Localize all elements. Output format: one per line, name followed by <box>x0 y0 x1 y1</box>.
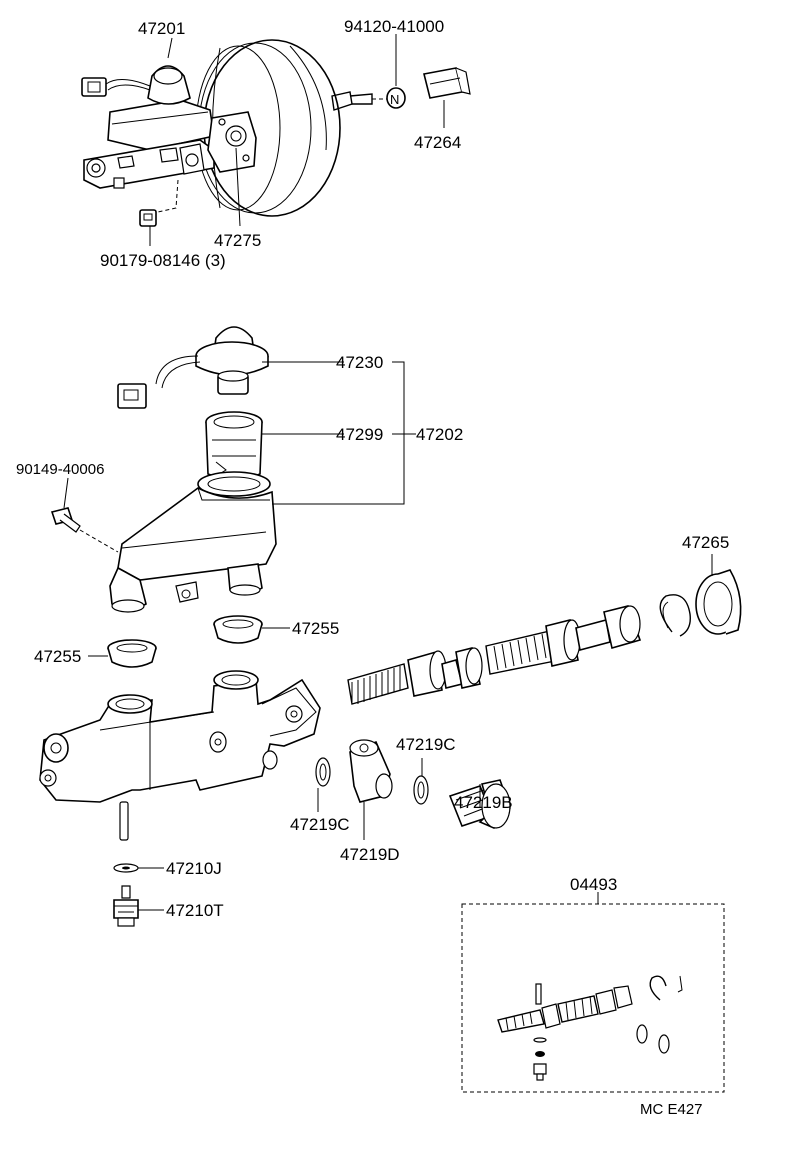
label-04493: 04493 <box>570 875 617 894</box>
piston-assembly <box>347 605 642 705</box>
master-cylinder-body <box>39 670 321 803</box>
label-47255-right: 47255 <box>292 619 339 638</box>
label-47202: 47202 <box>416 425 463 444</box>
label-47264: 47264 <box>414 133 461 152</box>
label-90179-08146: 90179-08146 (3) <box>100 251 226 270</box>
union-47219d <box>349 739 393 803</box>
label-47210t: 47210T <box>166 901 224 920</box>
label-47210j: 47210J <box>166 859 222 878</box>
label-47230: 47230 <box>336 353 383 372</box>
diagram-code: MC E427 <box>640 1101 703 1118</box>
label-47219b: 47219B <box>454 793 513 812</box>
label-47275: 47275 <box>214 231 261 250</box>
union-bolt-47219b <box>448 779 511 829</box>
reservoir-tank <box>109 471 277 613</box>
kit-04493-parts <box>497 975 683 1081</box>
reservoir-cap-47230 <box>117 326 269 409</box>
nut-mark-text: N <box>390 92 399 107</box>
snap-ring <box>659 594 691 637</box>
label-94120-41000: 94120-41000 <box>344 17 444 36</box>
label-47255-left: 47255 <box>34 647 81 666</box>
label-90149-40006: 90149-40006 <box>16 461 104 478</box>
kit-04493-box <box>461 903 725 1093</box>
grommet-47255-right <box>213 615 263 644</box>
bleeder-47210t <box>113 885 139 927</box>
clevis-47264 <box>423 67 471 99</box>
label-47219d: 47219D <box>340 845 400 864</box>
label-47219c-top: 47219C <box>396 735 456 754</box>
label-47219c-left: 47219C <box>290 815 350 834</box>
nut-94120: N <box>386 87 406 109</box>
label-47201: 47201 <box>138 19 185 38</box>
washer-47210j <box>113 863 139 873</box>
master-cylinder-assembly <box>81 65 257 213</box>
label-47265: 47265 <box>682 533 729 552</box>
screw-90149 <box>50 507 119 553</box>
boot-47265 <box>695 569 742 635</box>
grommet-47255-left <box>107 639 157 668</box>
label-47299: 47299 <box>336 425 383 444</box>
union-90179 <box>139 209 157 227</box>
strainer-47299 <box>205 411 263 480</box>
